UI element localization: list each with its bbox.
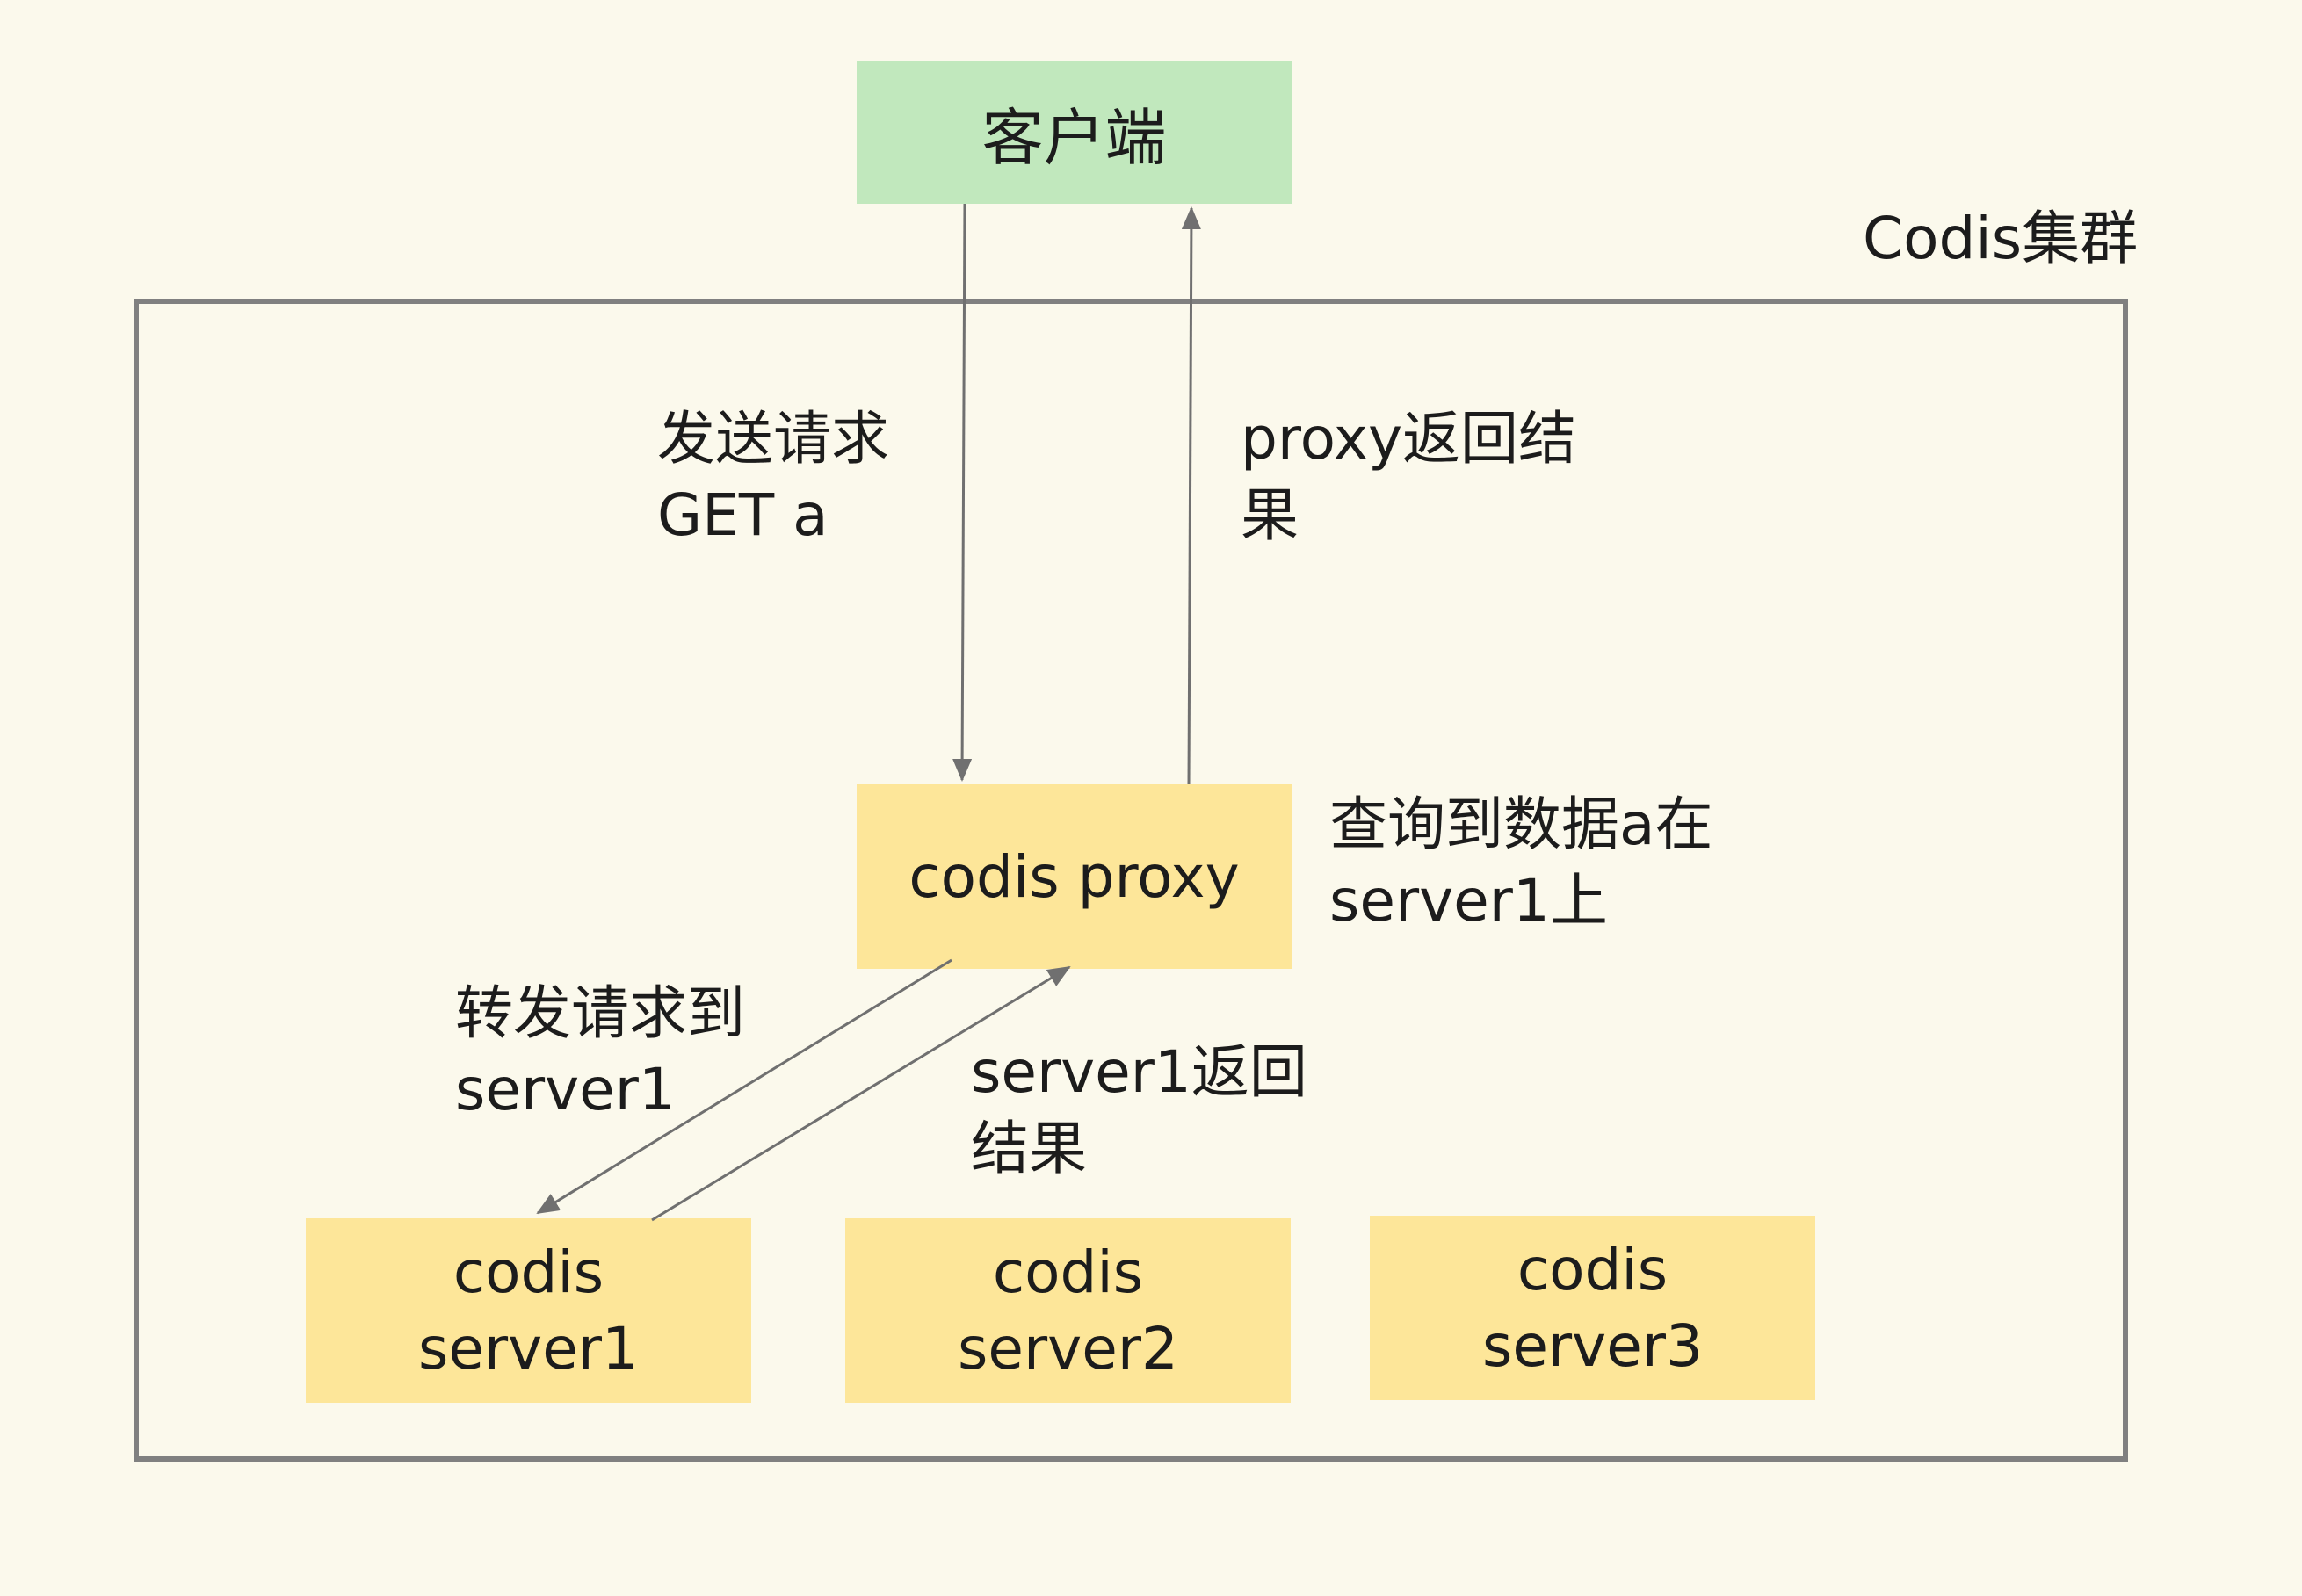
server3-label-line1: codis (1517, 1235, 1669, 1304)
server1-label-line2: server1 (418, 1315, 639, 1383)
proxy-return-annotation: proxy返回结 果 (1241, 401, 1576, 553)
forward-line1: 转发请求到 (455, 979, 745, 1047)
proxy-label: codis proxy (908, 842, 1240, 911)
server1-return-annotation: server1返回 结果 (971, 1034, 1307, 1187)
proxy-return-line2: 果 (1241, 481, 1299, 550)
server2-label-line1: codis (992, 1238, 1144, 1306)
server1-return-line2: 结果 (971, 1115, 1087, 1183)
cluster-label-text: Codis集群 (1863, 205, 2139, 272)
query-line2: server1上 (1329, 867, 1608, 935)
client-label: 客户端 (981, 101, 1167, 174)
server1-label-line1: codis (452, 1238, 604, 1306)
cluster-label: Codis集群 (1863, 200, 2138, 277)
client-node: 客户端 (857, 61, 1292, 204)
query-line1: 查询到数据a在 (1329, 791, 1713, 858)
codis-server3-node: codis server3 (1370, 1216, 1815, 1400)
forward-line2: server1 (455, 1056, 676, 1124)
codis-proxy-node: codis proxy (857, 784, 1292, 969)
query-annotation: 查询到数据a在 server1上 (1329, 786, 1712, 939)
codis-cluster-frame (134, 299, 2128, 1462)
server3-label-line2: server3 (1482, 1312, 1703, 1380)
send-request-line2: GET a (657, 481, 829, 550)
codis-server1-node: codis server1 (306, 1218, 751, 1403)
codis-server2-node: codis server2 (845, 1218, 1291, 1403)
send-request-annotation: 发送请求 GET a (657, 401, 889, 553)
proxy-return-line1: proxy返回结 (1241, 405, 1577, 473)
forward-annotation: 转发请求到 server1 (455, 975, 745, 1128)
send-request-line1: 发送请求 (657, 405, 889, 473)
server2-label-line2: server2 (958, 1315, 1178, 1383)
server1-return-line1: server1返回 (971, 1038, 1307, 1106)
